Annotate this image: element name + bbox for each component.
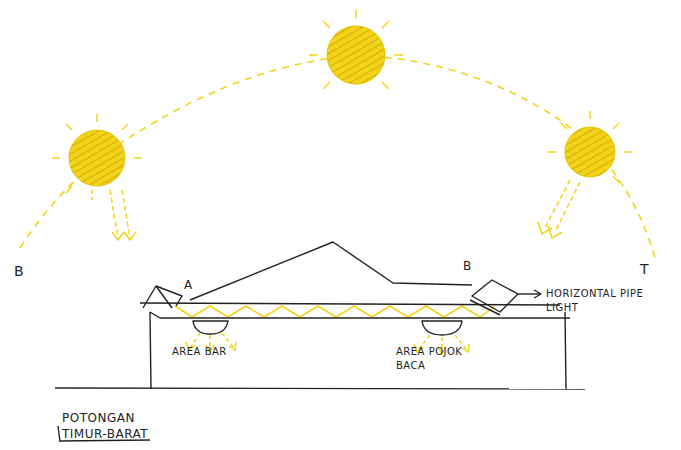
compass-label: T <box>640 260 649 278</box>
section-title: POTONGAN TIMUR-BARAT <box>62 410 172 442</box>
sun <box>69 26 615 186</box>
compass-label: B <box>14 262 24 280</box>
area-label: AREA POJOK BACA <box>396 345 476 373</box>
callout-label: HORIZONTAL PIPE LIGHT <box>546 287 656 315</box>
point-label: A <box>184 277 193 293</box>
area-label: AREA BAR <box>172 345 227 359</box>
point-label: B <box>463 258 472 274</box>
